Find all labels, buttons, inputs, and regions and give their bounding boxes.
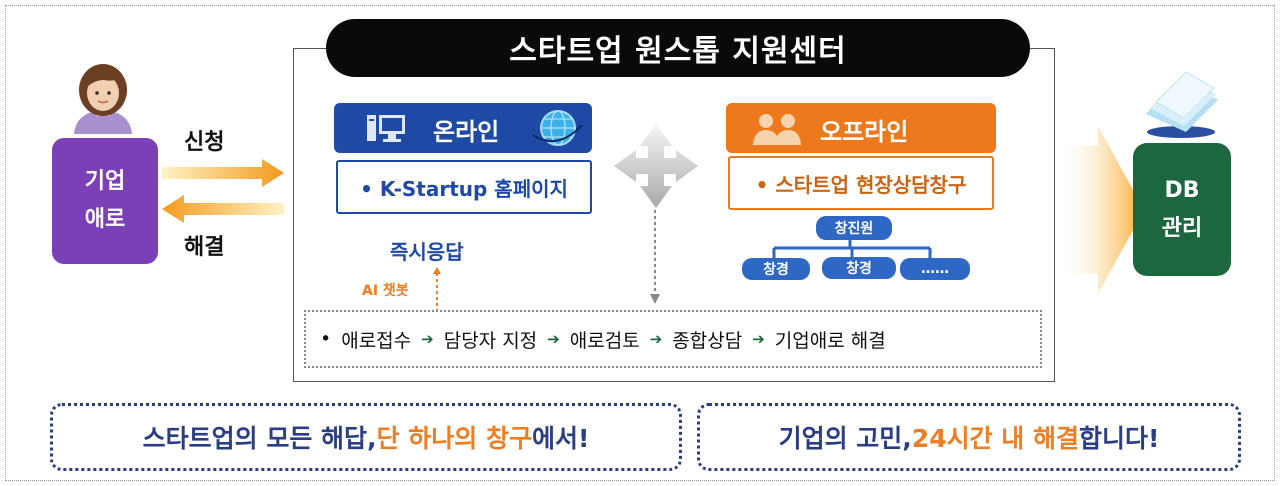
outer-frame (5, 5, 1275, 481)
online-header-label: 온라인 (433, 118, 500, 146)
process-bullet: • (320, 328, 332, 350)
org-chart-lines (772, 238, 932, 258)
documents-icon (1146, 71, 1218, 138)
process-step: 담당자 지정 (443, 329, 538, 352)
org-root-node: 창진원 (816, 216, 892, 240)
offline-header-label: 오프라인 (820, 118, 909, 146)
offline-header: 오프라인 (726, 103, 996, 153)
apply-arrow-icon (162, 159, 284, 187)
db-line2: 관리 (1161, 215, 1203, 241)
to-db-arrow-icon (1058, 126, 1144, 294)
process-arrow-icon: ➔ (752, 330, 765, 348)
startup-onsite-counter: • 스타트업 현장상담창구 (728, 156, 994, 210)
online-header: 온라인 (334, 103, 592, 153)
db-management-box: DB 관리 (1133, 143, 1231, 276)
process-arrow-icon: ➔ (547, 330, 560, 348)
down-dotted-arrow-icon (650, 210, 660, 304)
people-icon (753, 114, 801, 145)
center-title: 스타트업 원스톱 지원센터 (326, 19, 1030, 77)
org-child-node: …… (900, 258, 970, 280)
slogan-left-post: 에서! (531, 424, 590, 453)
person-icon (74, 64, 132, 134)
slogan-right-post: 합니다! (1079, 424, 1160, 453)
computer-icon (367, 115, 405, 142)
process-step: 기업애로 해결 (774, 329, 886, 352)
slogan-left-pre: 스타트업의 모든 해답, (142, 424, 377, 453)
apply-label: 신청 (184, 130, 225, 155)
db-line1: DB (1164, 177, 1200, 203)
resolve-arrow-icon (162, 195, 284, 223)
process-step: 애로접수 (341, 329, 412, 352)
k-startup-homepage: • K-Startup 홈페이지 (336, 160, 592, 214)
chatbot-up-arrow-icon (433, 267, 441, 312)
process-arrow-icon: ➔ (421, 330, 434, 348)
process-step: 애로검토 (569, 329, 640, 352)
process-steps: • 애로접수 ➔ 담당자 지정 ➔ 애로검토 ➔ 종합상담 ➔ 기업애로 해결 (304, 310, 1042, 368)
slogan-right: 기업의 고민, 24시간 내 해결 합니다! (697, 403, 1241, 471)
connection-diamond-icon (614, 124, 698, 208)
corporate-issue-line1: 기업 (84, 169, 126, 194)
slogan-left: 스타트업의 모든 해답, 단 하나의 창구 에서! (50, 403, 682, 471)
corporate-issue-line2: 애로 (84, 207, 126, 232)
resolve-label: 해결 (184, 235, 225, 260)
process-arrow-icon: ➔ (649, 330, 663, 348)
org-child-node: 창경 (822, 257, 896, 279)
slogan-right-highlight: 24시간 내 해결 (911, 424, 1079, 453)
process-step: 종합상담 (672, 329, 743, 352)
globe-icon (532, 110, 583, 146)
ai-chatbot-label: AI 챗봇 (362, 283, 409, 299)
slogan-left-highlight: 단 하나의 창구 (376, 424, 532, 453)
slogan-right-pre: 기업의 고민, (778, 424, 912, 453)
instant-response-label: 즉시응답 (390, 240, 464, 264)
org-child-node: 창경 (742, 258, 810, 280)
corporate-issue-box: 기업 애로 (52, 138, 158, 264)
